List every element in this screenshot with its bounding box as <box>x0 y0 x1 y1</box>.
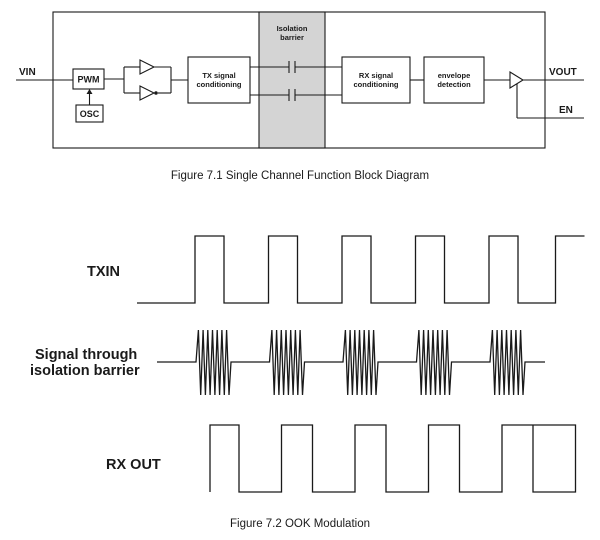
tx-conditioning-block <box>187 56 251 104</box>
tx-label-line1: TX signal <box>202 71 235 80</box>
vin-label: VIN <box>19 67 36 78</box>
figure1-caption: Figure 7.1 Single Channel Function Block… <box>171 170 429 182</box>
env-label-line1: envelope <box>438 71 471 80</box>
en-label: EN <box>559 105 573 116</box>
figure2-caption: Figure 7.2 OOK Modulation <box>230 518 370 530</box>
inverter-bottom-triangle <box>139 85 156 101</box>
pwm-label: PWM <box>78 75 100 85</box>
txin-label: TXIN <box>87 264 120 280</box>
env-label-line2: detection <box>437 80 471 89</box>
vout-label: VOUT <box>549 67 577 78</box>
tx-label-line2: conditioning <box>197 80 242 89</box>
barrier-label-line1: Isolation <box>277 24 308 33</box>
inverter-bubble <box>154 91 158 95</box>
rxout-waveform <box>209 424 577 493</box>
carrier-waveform <box>157 329 545 396</box>
block-diagram: Isolation barrier VIN PWM OSC TX signal … <box>16 11 584 149</box>
rx-conditioning-block <box>341 56 411 104</box>
isolation-barrier-region <box>258 11 326 149</box>
rxout-label: RX OUT <box>106 457 161 473</box>
osc-label: OSC <box>80 109 100 119</box>
barrier-signal-label-line1: Signal through <box>35 347 137 363</box>
barrier-signal-label-line2: isolation barrier <box>30 363 140 379</box>
ook-waveforms: TXIN Signal through isolation barrier RX… <box>30 235 585 493</box>
rx-label-line1: RX signal <box>359 71 393 80</box>
rx-label-line2: conditioning <box>354 80 399 89</box>
txin-waveform <box>137 235 585 304</box>
buffer-top-triangle <box>139 59 156 75</box>
barrier-label-line2: barrier <box>280 33 304 42</box>
envelope-detection-block <box>423 56 485 104</box>
osc-to-pwm-arrowhead <box>86 89 93 94</box>
